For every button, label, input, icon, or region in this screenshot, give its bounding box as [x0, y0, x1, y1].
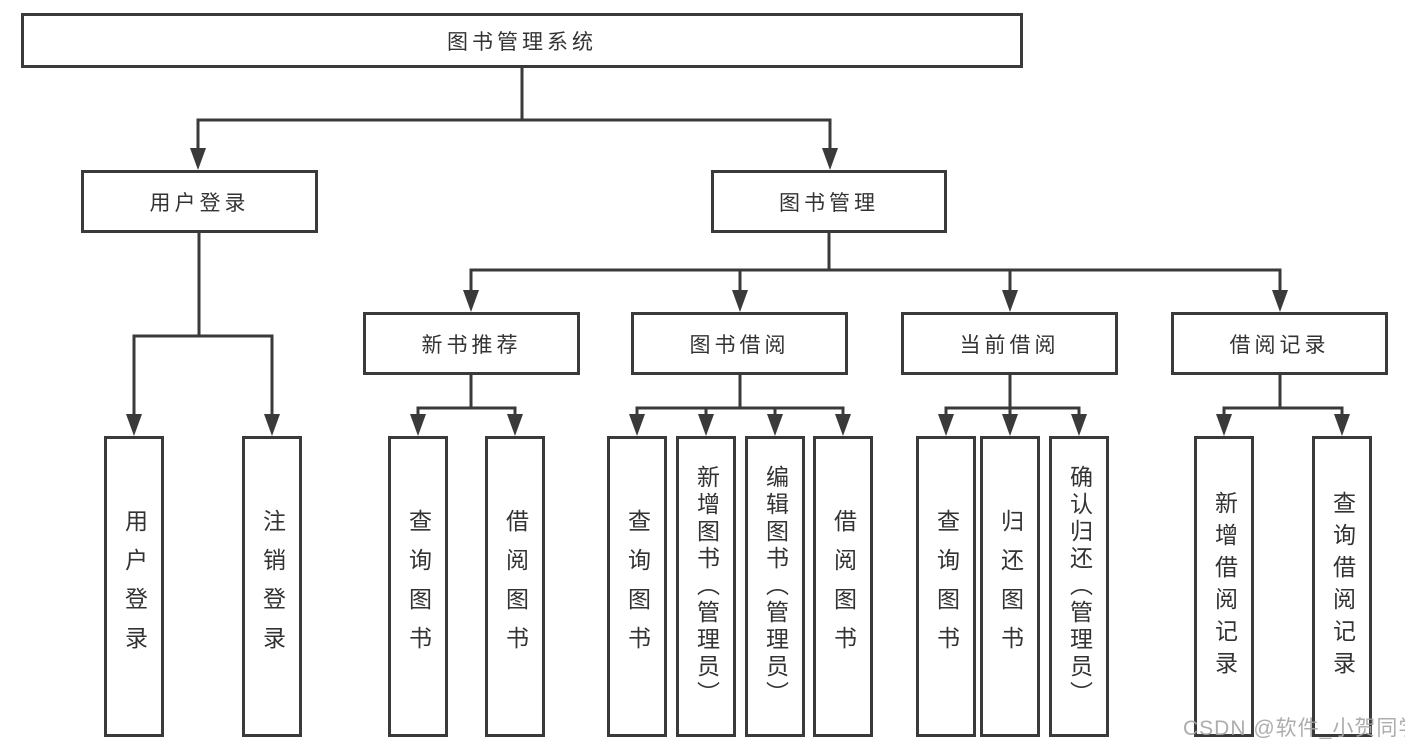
- leaf-label: 用户登录: [121, 508, 148, 665]
- leaf-label: 查询借阅记录: [1329, 490, 1356, 683]
- node-new-book-recommend: 新书推荐: [363, 312, 580, 375]
- node-label: 图书管理: [779, 191, 879, 215]
- leaf-label: 新增借阅记录: [1211, 490, 1238, 683]
- leaf-logout: 注销登录: [242, 436, 302, 737]
- leaf-confirm-return-admin: 确认归还（管理员）: [1049, 436, 1109, 737]
- node-borrow-records: 借阅记录: [1171, 312, 1388, 375]
- leaf-label: 注销登录: [259, 508, 286, 665]
- leaf-user-login: 用户登录: [104, 436, 164, 737]
- node-user-login: 用户登录: [81, 170, 318, 233]
- leaf-label: 借阅图书: [830, 508, 857, 665]
- node-label: 用户登录: [149, 191, 250, 215]
- leaf-label: 确认归还（管理员）: [1066, 465, 1093, 708]
- leaf-recommend-query-books: 查询图书: [388, 436, 448, 737]
- leaf-recommend-borrow-books: 借阅图书: [485, 436, 545, 737]
- leaf-borrow-borrow-books: 借阅图书: [813, 436, 873, 737]
- leaf-label: 查询图书: [933, 508, 960, 665]
- leaf-return-books: 归还图书: [980, 436, 1040, 737]
- node-label: 新书推荐: [421, 333, 522, 357]
- leaf-label: 查询图书: [405, 508, 432, 665]
- leaf-borrow-query-books: 查询图书: [607, 436, 667, 737]
- leaf-edit-book-admin: 编辑图书（管理员）: [745, 436, 805, 737]
- node-book-borrow: 图书借阅: [631, 312, 848, 375]
- leaf-add-book-admin: 新增图书（管理员）: [676, 436, 736, 737]
- node-current-borrow: 当前借阅: [901, 312, 1118, 375]
- leaf-label: 查询图书: [624, 508, 651, 665]
- node-book-management: 图书管理: [711, 170, 947, 233]
- node-library-management-system: 图书管理系统: [21, 13, 1023, 68]
- node-label: 图书借阅: [689, 333, 790, 357]
- leaf-label: 新增图书（管理员）: [693, 465, 720, 708]
- leaf-query-borrow-record: 查询借阅记录: [1312, 436, 1372, 737]
- leaf-current-query-books: 查询图书: [916, 436, 976, 737]
- leaf-add-borrow-record: 新增借阅记录: [1194, 436, 1254, 737]
- leaf-label: 借阅图书: [502, 508, 529, 665]
- node-label: 图书管理系统: [447, 30, 597, 54]
- leaf-label: 归还图书: [997, 508, 1024, 665]
- node-label: 当前借阅: [959, 333, 1060, 357]
- node-label: 借阅记录: [1229, 333, 1330, 357]
- leaf-label: 编辑图书（管理员）: [762, 465, 789, 708]
